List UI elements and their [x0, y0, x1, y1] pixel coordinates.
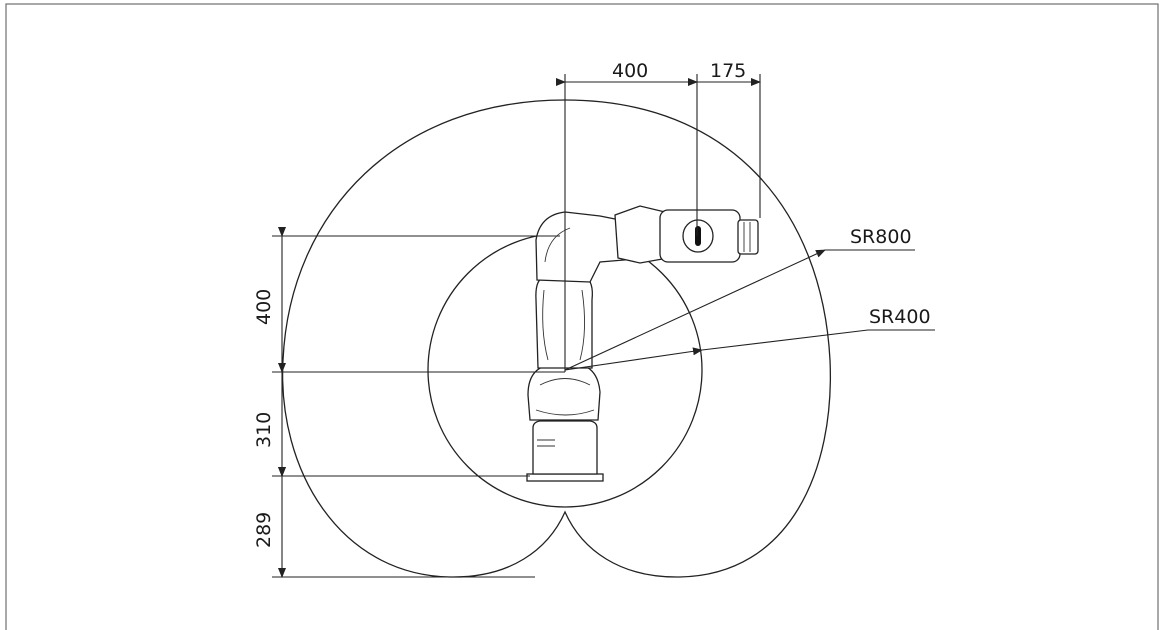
base-column — [532, 420, 598, 475]
outer-reach-envelope — [281, 99, 832, 578]
drawing-frame — [5, 3, 1159, 630]
upper-arm — [535, 275, 593, 369]
inner-reach-label: SR400 — [869, 306, 931, 328]
top-arm-length-label: 400 — [612, 60, 648, 82]
top-wrist-offset-label: 175 — [710, 60, 746, 82]
tool-flange — [737, 219, 759, 255]
left-upper-arm-label: 400 — [253, 289, 275, 325]
left-base-height-label: 289 — [253, 512, 275, 548]
left-dimensions: 400 310 289 — [253, 227, 565, 578]
top-dimensions: 400 175 — [556, 60, 761, 372]
left-shoulder-height-label: 310 — [253, 412, 275, 448]
wrist-indicator — [695, 226, 701, 246]
outer-reach-label: SR800 — [850, 226, 912, 248]
reach-leaders: SR800 SR400 — [564, 226, 935, 371]
base-plate — [526, 473, 604, 482]
robot-body — [526, 205, 759, 482]
